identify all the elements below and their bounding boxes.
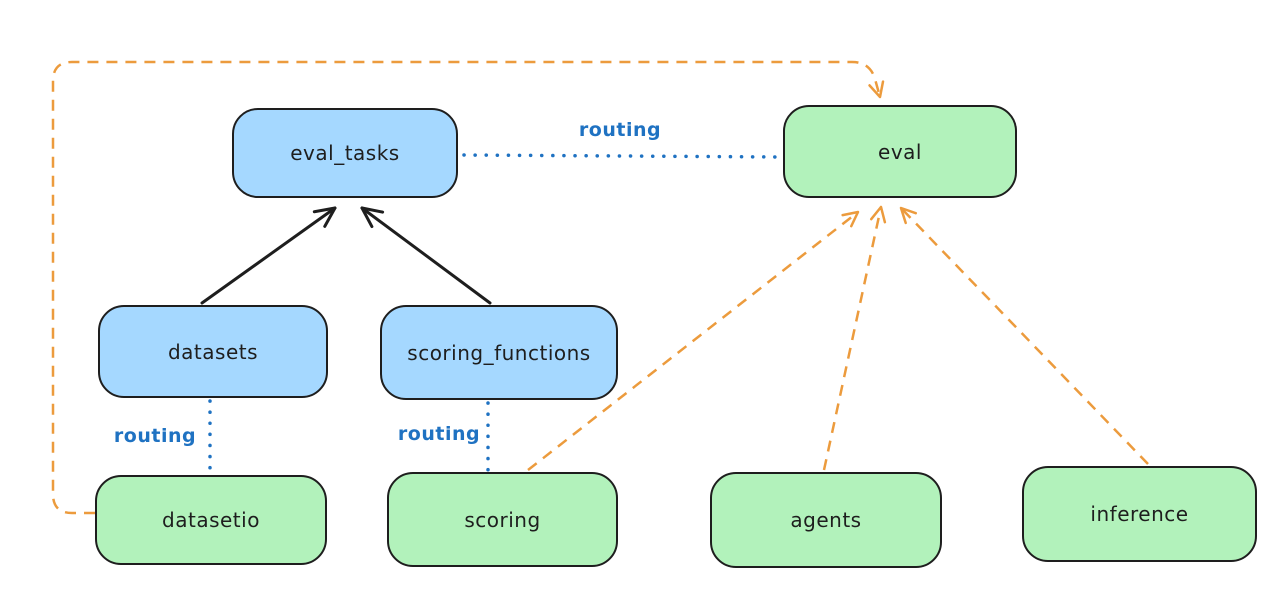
- edge-scoring-functions-to-eval-tasks: [360, 206, 492, 305]
- edge-label-routing-eval-tasks-eval: routing: [578, 119, 662, 141]
- node-eval: eval: [783, 105, 1017, 198]
- edge-label-routing-scoring-functions-scoring: routing: [397, 423, 481, 445]
- node-inference: inference: [1022, 466, 1257, 562]
- edge-inference-to-eval: [899, 206, 1149, 465]
- node-datasetio: datasetio: [95, 475, 327, 565]
- node-eval-tasks: eval_tasks: [232, 108, 458, 198]
- edge-scoring-to-eval: [527, 210, 860, 471]
- edge-datasetio-to-eval-loop: [51, 60, 885, 515]
- edge-agents-to-eval: [822, 205, 887, 471]
- edge-eval-tasks-to-eval-routing: [462, 153, 783, 159]
- node-scoring-functions: scoring_functions: [380, 305, 618, 400]
- node-datasets: datasets: [98, 305, 328, 398]
- node-scoring: scoring: [387, 472, 618, 567]
- node-agents: agents: [710, 472, 942, 568]
- edge-datasets-to-eval-tasks: [200, 206, 337, 305]
- edge-label-routing-datasets-datasetio: routing: [113, 425, 197, 447]
